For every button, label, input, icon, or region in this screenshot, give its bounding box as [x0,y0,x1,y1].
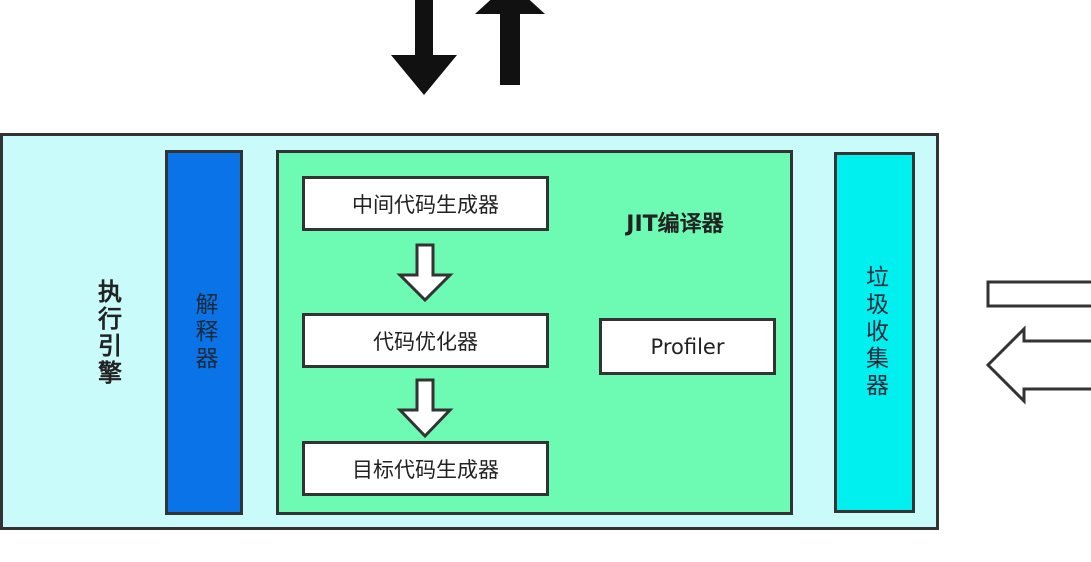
hollow-arrow-down-icon [396,378,454,439]
optimizer-box: 代码优化器 [302,313,549,368]
ir-generator-box: 中间代码生成器 [302,176,549,231]
profiler-box: Profiler [599,318,776,375]
target-generator-label: 目标代码生成器 [352,457,499,482]
target-generator-box: 目标代码生成器 [302,441,549,496]
hollow-bar-icon [986,280,1091,308]
arrow-down-icon [391,0,457,95]
profiler-label: Profiler [650,334,725,359]
hollow-arrow-down-icon [396,243,454,303]
optimizer-label: 代码优化器 [373,329,478,354]
interpreter-label: 解释器 [191,292,217,373]
arrow-up-icon [475,0,545,85]
execution-engine-label: 执行引擎 [93,279,122,387]
garbage-collector-label: 垃圾收集器 [861,265,888,400]
garbage-collector-box: 垃圾收集器 [834,152,915,513]
hollow-arrow-left-icon [985,325,1091,405]
interpreter-box: 解释器 [165,150,243,515]
ir-generator-label: 中间代码生成器 [352,192,499,217]
jit-compiler-label: JIT编译器 [626,212,724,237]
